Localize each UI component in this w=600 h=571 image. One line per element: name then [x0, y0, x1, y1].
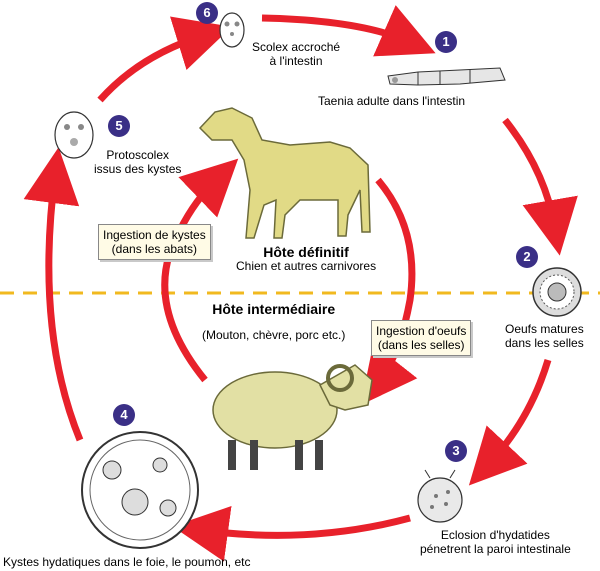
stage-2-line1: Oeufs matures	[505, 322, 584, 336]
arrow-6-to-1	[261, 5, 436, 57]
stage-3-badge: 3	[445, 440, 467, 462]
definitive-host-label: Hôte définitif Chien et autres carnivore…	[236, 245, 376, 273]
adult-tapeworm-icon	[387, 67, 506, 86]
stage-4-label: Kystes hydatiques dans le foie, le poumo…	[3, 555, 250, 569]
stage-3-line1: Eclosion d'hydatides	[440, 528, 550, 542]
egg-ingestion-box: Ingestion d'oeufs (dans les selles)	[371, 320, 472, 356]
scolex-icon	[219, 12, 245, 48]
stage-3-line2: pénetrent la paroi intestinale	[420, 542, 571, 556]
stage-5-badge: 5	[108, 115, 130, 137]
definitive-host-title: Hôte définitif	[263, 244, 349, 260]
cyst-ingestion-line1: Ingestion de kystes	[103, 228, 206, 242]
cyst-ingestion-box: Ingestion de kystes (dans les abats)	[98, 224, 211, 260]
cyst-ingestion-line2: (dans les abats)	[111, 242, 198, 256]
stage-2-badge: 2	[516, 246, 538, 268]
stage-6-badge: 6	[196, 2, 218, 24]
stage-4-line1: Kystes hydatiques dans le foie, le poumo…	[3, 555, 251, 569]
stage-1-badge: 1	[435, 31, 457, 53]
stage-1-label: Taenia adulte dans l'intestin	[318, 94, 465, 108]
stage-3-label: Eclosion d'hydatides pénetrent la paroi …	[420, 528, 571, 556]
protoscolex-icon	[54, 111, 94, 159]
stage-4-badge: 4	[113, 404, 135, 426]
arrow-3-to-4	[172, 506, 411, 562]
arrow-2-to-3	[468, 358, 552, 486]
stage-5-line1: Protoscolex	[106, 148, 170, 162]
arrow-sheep-to-dog	[161, 158, 239, 383]
stage-5-line2: issus des kystes	[94, 162, 182, 176]
stage-6-line2: à l'intestin	[269, 54, 323, 68]
stage-2-line2: dans les selles	[505, 336, 584, 350]
intermediate-host-title: Hôte intermédiaire	[212, 301, 336, 317]
arrow-5-to-6	[97, 16, 232, 103]
definitive-host-subtitle: Chien et autres carnivores	[236, 259, 377, 273]
arrow-dog-to-sheep	[360, 177, 418, 406]
arrow-4-to-5	[23, 147, 84, 442]
egg-ingestion-line1: Ingestion d'oeufs	[376, 324, 467, 338]
stage-2-label: Oeufs matures dans les selles	[505, 322, 584, 350]
hydatid-cyst-icon	[81, 431, 199, 549]
stage-6-label: Scolex accroché à l'intestin	[252, 40, 340, 68]
stage-6-line1: Scolex accroché	[252, 40, 341, 54]
egg-ingestion-line2: (dans les selles)	[377, 338, 465, 352]
intermediate-host-label: Hôte intermédiaire (Mouton, chèvre, porc…	[202, 302, 345, 342]
stage-5-label: Protoscolex issus des kystes	[94, 148, 181, 176]
arrow-1-to-2	[502, 117, 578, 256]
dog-illustration	[198, 107, 371, 239]
intermediate-host-subtitle: (Mouton, chèvre, porc etc.)	[202, 328, 346, 342]
sheep-illustration	[212, 364, 373, 470]
mature-egg-icon	[532, 267, 582, 317]
hatching-oncosphere-icon	[417, 469, 463, 523]
stage-1-line1: Taenia adulte dans l'intestin	[318, 94, 466, 108]
